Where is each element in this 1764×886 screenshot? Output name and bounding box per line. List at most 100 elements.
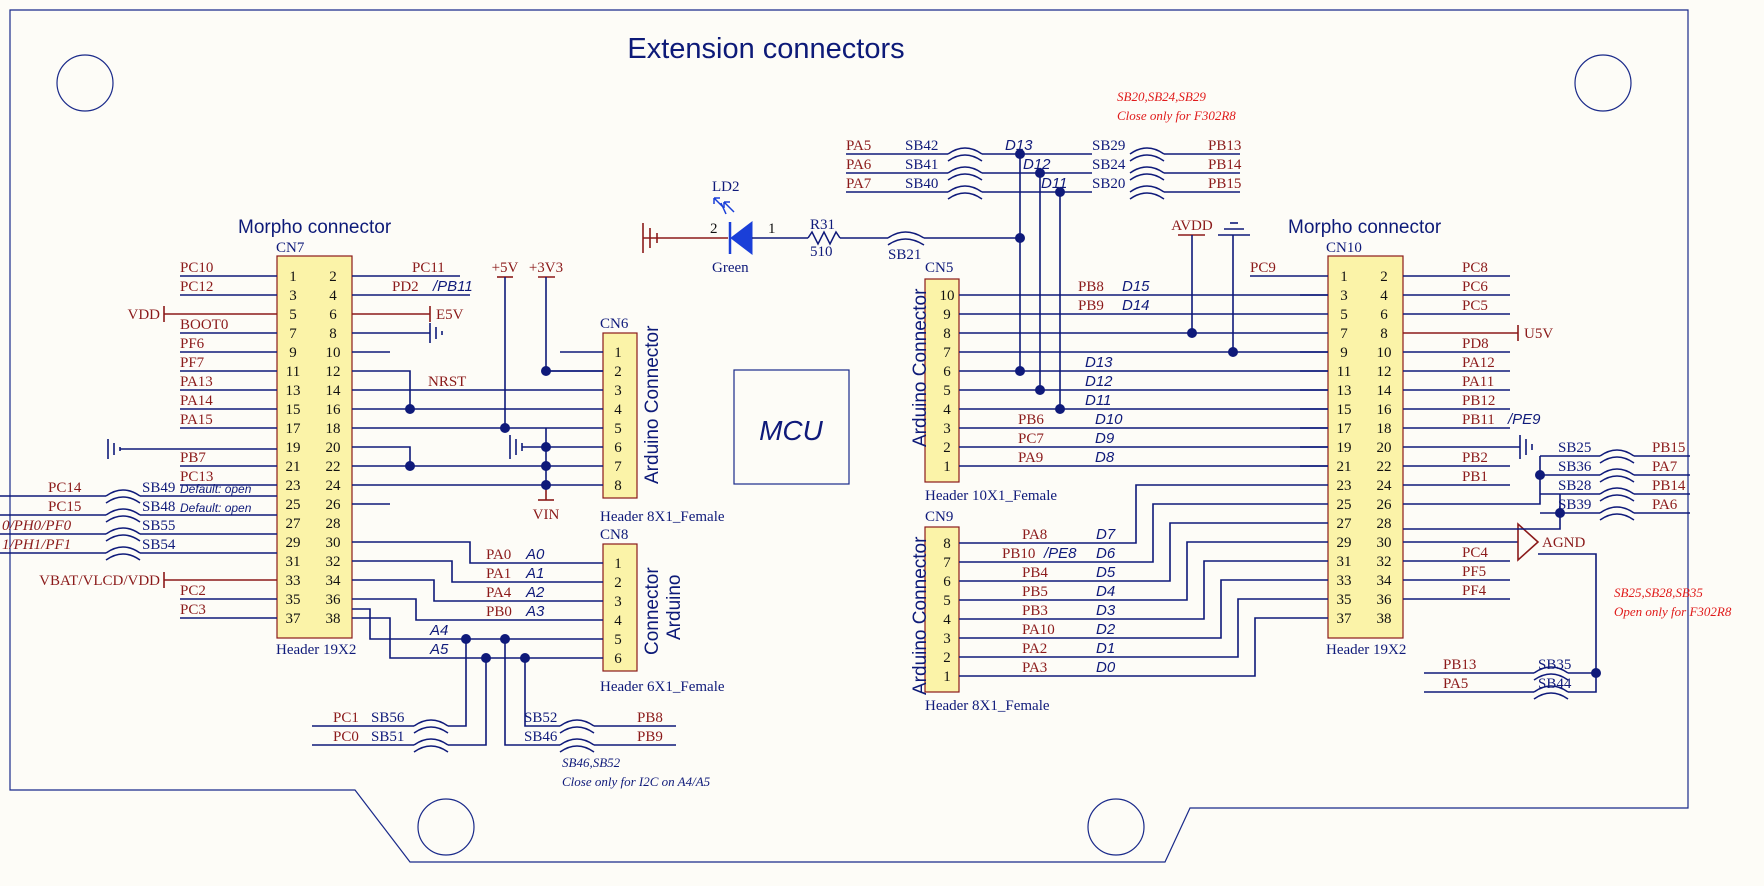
pin-number: 30	[1377, 535, 1392, 551]
net-label: PB8	[637, 710, 663, 726]
cn9-footer: Header 8X1_Female	[925, 698, 1050, 714]
solder-bridge	[413, 719, 449, 734]
wire	[352, 541, 603, 564]
pin-number: 17	[1337, 421, 1353, 437]
cn5-name: Arduino Connector	[910, 288, 931, 447]
net-label: PA5	[1443, 676, 1468, 692]
solder-bridge	[105, 489, 141, 504]
pin-number: 11	[286, 364, 300, 380]
pin-number: 13	[286, 383, 301, 399]
pin-number: 21	[1337, 459, 1352, 475]
mounting-hole	[56, 54, 114, 112]
net-label: PB15	[1652, 440, 1685, 456]
cn6-footer: Header 8X1_Female	[600, 509, 725, 525]
pin-number: 6	[614, 651, 622, 667]
resistor-ref: R31	[810, 217, 835, 233]
junction-dot	[1035, 168, 1045, 178]
solder-bridge	[947, 166, 983, 181]
net-label: PA4	[486, 585, 512, 601]
resistor-value: 510	[810, 244, 833, 260]
note-line: SB46,SB52	[562, 755, 621, 770]
net-label: D9	[1095, 430, 1115, 447]
net-label: PB0	[486, 604, 512, 620]
net-label: PA7	[1652, 459, 1678, 475]
net-label: SB46	[524, 729, 558, 745]
wire	[448, 639, 467, 727]
net-label: PC9	[1250, 260, 1276, 276]
net-label: PA9	[1018, 450, 1043, 466]
net-label: D1	[1096, 640, 1115, 657]
wire	[352, 579, 603, 602]
cn7-footer: Header 19X2	[276, 642, 356, 658]
cn10-body	[1327, 255, 1404, 639]
junction-dot	[1055, 187, 1065, 197]
pin-number: 14	[326, 383, 342, 399]
cn9-ref: CN9	[925, 509, 953, 525]
net-label: D13	[1085, 354, 1113, 371]
pin-number: 4	[1380, 288, 1388, 304]
pin-number: 5	[1340, 307, 1348, 323]
note-f302-close: SB20,SB24,SB29 Close only for F302R8	[1117, 89, 1236, 123]
pin-number: 10	[326, 345, 341, 361]
wire-layer	[0, 147, 1690, 753]
pin-number: 35	[1337, 592, 1352, 608]
led-light-arrow-icon	[723, 201, 735, 213]
resistor-r31	[807, 230, 841, 246]
mounting-hole	[1574, 54, 1632, 112]
wire	[352, 560, 603, 583]
pin-number: 1	[943, 669, 951, 685]
net-label: PA12	[1462, 355, 1495, 371]
pin-number: 27	[286, 516, 302, 532]
wire	[1134, 598, 1328, 658]
cn5-body	[924, 278, 960, 483]
net-label: D6	[1096, 545, 1116, 562]
pin-number: 12	[326, 364, 341, 380]
junction-dot	[520, 653, 530, 663]
junction-dot	[541, 461, 551, 471]
pin-number: 16	[326, 402, 342, 418]
net-label: D3	[1096, 602, 1116, 619]
solder-bridge	[947, 147, 983, 162]
solder-bridge	[1129, 166, 1165, 181]
solder-bridge	[947, 185, 983, 200]
net-label: PA0	[486, 547, 511, 563]
net-label: PB13	[1443, 657, 1476, 673]
net-label: PB11	[1462, 412, 1495, 428]
junction-dot	[541, 366, 551, 376]
pin-number: 10	[940, 288, 955, 304]
pin-number: 8	[943, 326, 951, 342]
note-line: Open only for F302R8	[1614, 604, 1732, 619]
junction-dot	[405, 404, 415, 414]
pin-number: 28	[1377, 516, 1392, 532]
net-label: /PE8	[1043, 545, 1077, 562]
pin-number: 37	[1337, 611, 1353, 627]
net-label: NRST	[428, 374, 466, 390]
net-label: PA6	[846, 157, 872, 173]
solder-bridge	[559, 719, 595, 734]
cn7-ref: CN7	[276, 240, 305, 256]
pin-number: 1	[289, 269, 297, 285]
pin-number: 24	[1377, 478, 1393, 494]
net-label: PA3	[1022, 660, 1047, 676]
led-pin-k: 1	[768, 221, 776, 237]
pin-number: 33	[1337, 573, 1352, 589]
pin-number: 36	[326, 592, 342, 608]
wire	[1403, 513, 1561, 530]
net-label: PC5	[1462, 298, 1488, 314]
page-title: Extension connectors	[627, 33, 904, 65]
pin-number: 5	[289, 307, 297, 323]
net-label: PB3	[1022, 603, 1048, 619]
pin-number: 26	[1377, 497, 1393, 513]
net-label: A4	[429, 622, 448, 639]
net-label: PC2	[180, 583, 206, 599]
net-label: SB25	[1558, 440, 1591, 456]
note-line: SB20,SB24,SB29	[1117, 89, 1206, 104]
solder-bridge	[413, 738, 449, 753]
junction-dot	[405, 461, 415, 471]
pin-number: 23	[286, 478, 301, 494]
pin-number: 7	[943, 555, 951, 571]
